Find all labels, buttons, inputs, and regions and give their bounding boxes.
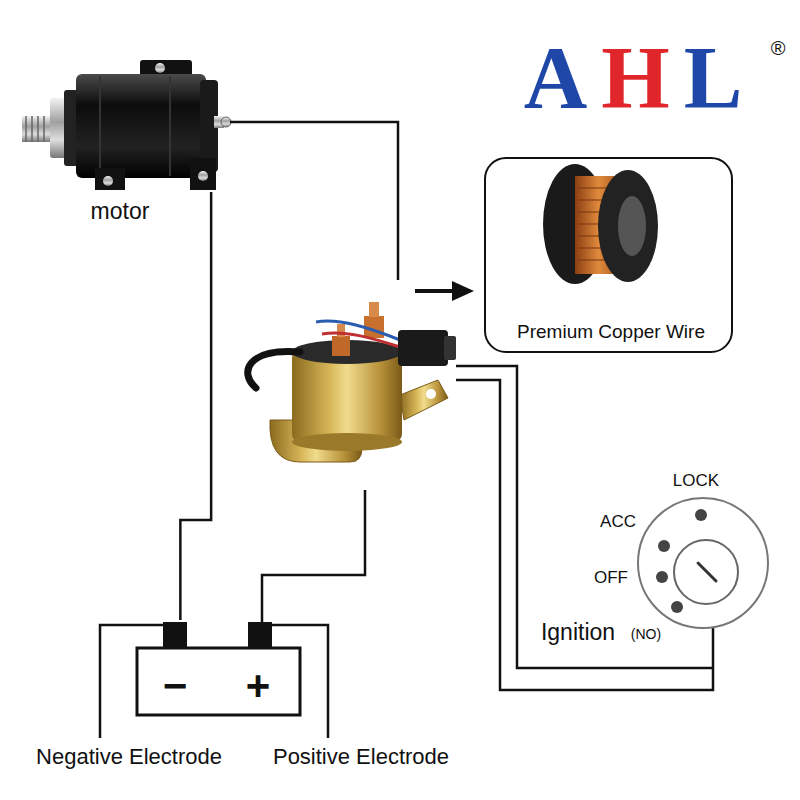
switch-position: LOCK (673, 472, 719, 489)
battery-symbol (137, 622, 300, 715)
position-dot (695, 509, 707, 521)
ignition-switch (638, 498, 768, 628)
gear-shaft (22, 116, 52, 142)
gear-teeth (26, 116, 44, 142)
leader-line (272, 625, 328, 738)
position-dot (671, 601, 683, 613)
plug-connector (444, 336, 456, 360)
motor-flange (50, 98, 66, 158)
wire-connector (180, 192, 211, 620)
part-name: motor (91, 200, 150, 223)
pointer-arrow (415, 289, 456, 293)
copper-spool (543, 164, 658, 284)
key-slot (698, 563, 716, 581)
terminal-nut (221, 117, 231, 127)
pointer-arrow-head (452, 281, 474, 301)
solenoid-base (292, 433, 402, 451)
solenoid-ear (400, 380, 448, 420)
switch-name: Ignition (541, 621, 615, 644)
signal-wire (322, 333, 400, 347)
coil-lead (248, 352, 300, 388)
spool-flange (598, 170, 658, 282)
spool-hole (618, 196, 646, 256)
motor-bolt (155, 63, 165, 73)
motor-rib (100, 76, 170, 176)
leader-line (100, 625, 163, 738)
polarity-sign: + (246, 665, 271, 707)
key-cylinder (674, 540, 738, 604)
battery-body (137, 648, 300, 715)
terminal-label: Positive Electrode (273, 746, 449, 768)
battery-terminal (248, 622, 272, 648)
brand-logo: AHL (510, 34, 757, 122)
switch-position: OFF (594, 569, 628, 586)
polarity-sign: − (163, 665, 188, 707)
motor-node: motor (18, 55, 240, 192)
terminal-label: Negative Electrode (36, 746, 222, 768)
position-dot (656, 571, 668, 583)
switch-position: ACC (600, 513, 636, 530)
motor-body (76, 74, 206, 178)
position-dot (658, 540, 670, 552)
registered-mark: ® (771, 38, 786, 58)
switch-type: (NO) (631, 627, 661, 641)
motor-bolt (103, 176, 113, 186)
battery-node: −+ (135, 620, 303, 718)
terminal-stud (369, 302, 379, 317)
motor-foot (190, 158, 216, 190)
motor-bolt (198, 171, 208, 181)
mount-hole (426, 389, 436, 399)
motor-nose (64, 90, 78, 166)
wire (262, 490, 365, 622)
callout-text: Premium Copper Wire (517, 322, 705, 341)
switch-face (638, 498, 768, 628)
terminal-nut (332, 336, 350, 356)
terminal-stud (337, 324, 345, 337)
battery-terminal (163, 622, 187, 648)
plug-connector (398, 330, 448, 366)
motor-foot (95, 168, 125, 190)
starter-motor (22, 60, 231, 190)
wire (230, 122, 398, 280)
ignition-node: LOCK ACC OFF Ignition (NO) (535, 462, 775, 647)
starter-solenoid (248, 302, 456, 462)
signal-wire (316, 321, 400, 340)
callout-box: Premium Copper Wire (484, 157, 733, 353)
